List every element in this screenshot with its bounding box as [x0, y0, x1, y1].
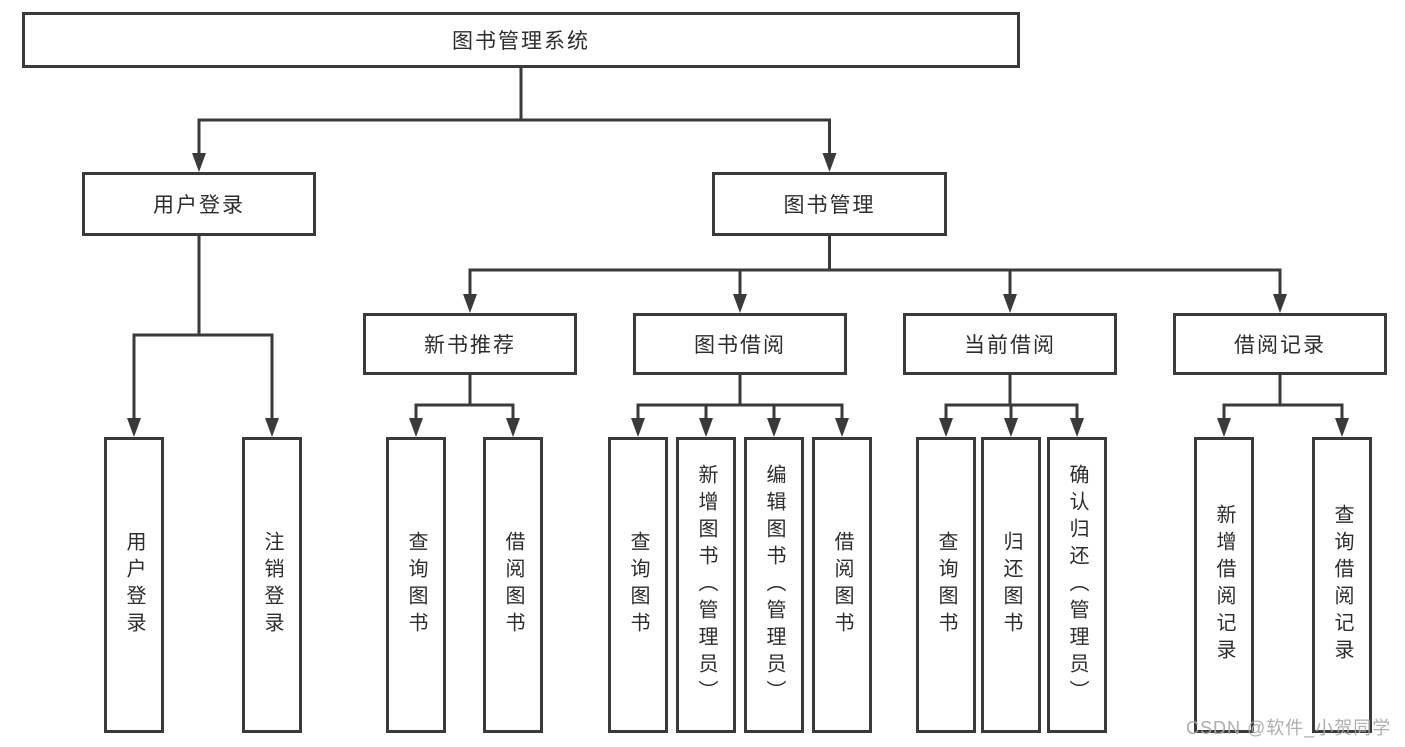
- arrowhead: [939, 418, 953, 437]
- leaf-br-query-record: 查询借阅记录: [1312, 437, 1372, 733]
- arrowhead: [699, 418, 713, 437]
- leaf-nb-query-books: 查询图书: [386, 437, 446, 733]
- node-new-book-recommend: 新书推荐: [363, 313, 577, 375]
- arrowhead: [409, 418, 423, 437]
- arrowhead: [1003, 294, 1017, 313]
- leaf-user-login: 用户登录: [104, 437, 164, 733]
- arrowhead: [1004, 418, 1018, 437]
- node-book-management: 图书管理: [712, 172, 947, 236]
- leaf-br-add-record: 新增借阅记录: [1194, 437, 1254, 733]
- leaf-label: 归还图书: [1000, 531, 1022, 639]
- leaf-cb-return-books: 归还图书: [981, 437, 1041, 733]
- leaf-cb-query-books: 查询图书: [916, 437, 976, 733]
- leaf-label: 查询图书: [627, 531, 649, 639]
- leaf-bb-add-books-admin: 新增图书（管理员）: [676, 437, 736, 733]
- arrowhead: [265, 418, 279, 437]
- arrowhead: [1273, 294, 1287, 313]
- leaf-label: 编辑图书（管理员）: [763, 463, 785, 707]
- connector-book-management-children: [463, 236, 1287, 313]
- csdn-watermark: CSDN @软件_小贺同学: [1186, 718, 1392, 738]
- node-root-library-system: 图书管理系统: [22, 12, 1020, 68]
- arrowhead: [192, 153, 206, 172]
- arrowhead: [1217, 418, 1231, 437]
- arrowhead: [463, 294, 477, 313]
- leaf-nb-borrow-books: 借阅图书: [483, 437, 543, 733]
- leaf-bb-borrow-books: 借阅图书: [812, 437, 872, 733]
- arrowhead: [631, 418, 645, 437]
- connector-book-borrow-children: [631, 375, 849, 437]
- arrowhead: [733, 294, 747, 313]
- connector-user-login-children: [127, 236, 279, 437]
- leaf-bb-edit-books-admin: 编辑图书（管理员）: [744, 437, 804, 733]
- leaf-label: 借阅图书: [502, 531, 524, 639]
- arrowhead: [506, 418, 520, 437]
- arrowhead: [835, 418, 849, 437]
- leaf-label: 用户登录: [123, 531, 145, 639]
- leaf-label: 新增借阅记录: [1213, 504, 1235, 666]
- leaf-label: 确认归还（管理员）: [1066, 463, 1088, 707]
- arrowhead: [1070, 418, 1084, 437]
- connector-current-borrow-children: [939, 375, 1084, 437]
- leaf-label: 注销登录: [261, 531, 283, 639]
- leaf-logout: 注销登录: [242, 437, 302, 733]
- connector-borrow-record-children: [1217, 375, 1349, 437]
- node-borrow-record: 借阅记录: [1173, 313, 1387, 375]
- leaf-label: 查询图书: [935, 531, 957, 639]
- leaf-label: 查询图书: [405, 531, 427, 639]
- node-user-login: 用户登录: [82, 172, 316, 236]
- leaf-bb-query-books: 查询图书: [608, 437, 668, 733]
- arrowhead: [127, 418, 141, 437]
- node-current-borrow: 当前借阅: [903, 313, 1117, 375]
- arrowhead: [767, 418, 781, 437]
- connector-root-to-level2: [192, 68, 837, 172]
- leaf-label: 借阅图书: [831, 531, 853, 639]
- arrowhead: [1335, 418, 1349, 437]
- node-book-borrow: 图书借阅: [633, 313, 847, 375]
- leaf-label: 新增图书（管理员）: [695, 463, 717, 707]
- arrowhead: [822, 153, 837, 172]
- leaf-cb-confirm-return-admin: 确认归还（管理员）: [1047, 437, 1107, 733]
- connector-new-book-children: [409, 375, 520, 437]
- leaf-label: 查询借阅记录: [1331, 504, 1353, 666]
